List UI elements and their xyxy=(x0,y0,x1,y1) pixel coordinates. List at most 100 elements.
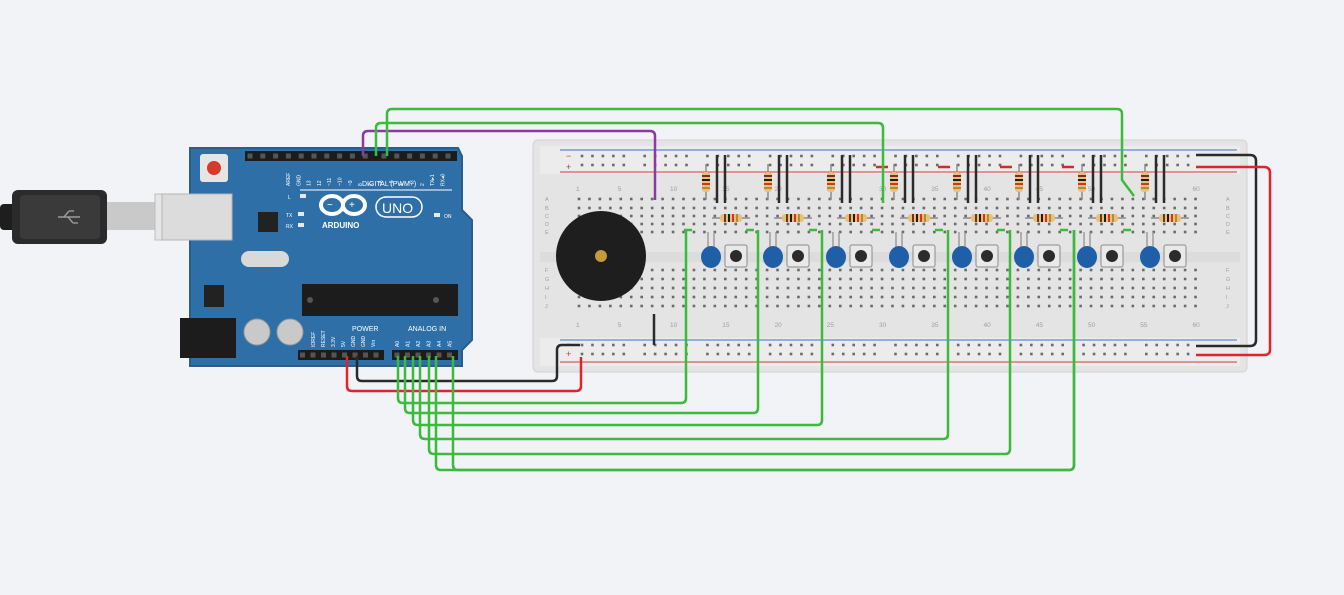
resistor-band xyxy=(1037,214,1039,222)
hole xyxy=(1079,304,1082,308)
hole xyxy=(682,295,685,299)
hole xyxy=(901,295,905,299)
hole xyxy=(901,222,905,226)
hole xyxy=(880,230,884,234)
resistor-body xyxy=(1096,214,1118,222)
rail-hole xyxy=(1165,352,1169,356)
wire-green xyxy=(385,107,1135,197)
hole xyxy=(765,222,769,226)
pushbutton[interactable] xyxy=(975,244,999,268)
pushbutton[interactable] xyxy=(849,244,873,268)
resistor[interactable] xyxy=(953,164,961,200)
resistor[interactable] xyxy=(1025,214,1063,222)
hole xyxy=(1194,222,1197,226)
hole xyxy=(744,206,748,210)
rail-hole xyxy=(1176,352,1179,356)
hole xyxy=(682,214,685,218)
hole xyxy=(744,304,748,308)
resistor[interactable] xyxy=(1015,164,1023,200)
hole xyxy=(1194,277,1197,281)
resistor[interactable] xyxy=(963,214,1001,222)
row-letter: H xyxy=(545,286,549,292)
hole xyxy=(1058,295,1061,299)
hole xyxy=(765,286,769,290)
row-letter: B xyxy=(545,206,549,212)
hole xyxy=(1037,286,1041,290)
hole xyxy=(1162,222,1166,226)
rail-hole xyxy=(1040,352,1044,356)
hole xyxy=(765,304,769,308)
resistor[interactable] xyxy=(1141,164,1149,200)
resistor[interactable] xyxy=(1088,214,1126,222)
resistor[interactable] xyxy=(900,214,938,222)
pushbutton[interactable] xyxy=(1037,244,1061,268)
resistor[interactable] xyxy=(774,214,812,222)
hole xyxy=(1058,222,1061,226)
capacitor[interactable] xyxy=(763,232,783,268)
resistor-band xyxy=(827,187,835,189)
resistor-band xyxy=(702,179,710,181)
pushbutton[interactable] xyxy=(1100,244,1124,268)
pushbutton[interactable] xyxy=(912,244,936,268)
arduino-uno-board[interactable]: − + ARDUINO UNO DIGITAL (PWM~) POWER ANA… xyxy=(161,147,473,367)
resistor-band xyxy=(1141,175,1149,177)
rail-hole xyxy=(967,352,970,356)
resistor[interactable] xyxy=(712,214,750,222)
capacitor[interactable] xyxy=(1077,232,1097,268)
hole xyxy=(995,206,999,210)
capacitor[interactable] xyxy=(701,232,721,268)
led xyxy=(298,212,304,216)
hole xyxy=(1047,277,1051,281)
pushbutton-cap xyxy=(730,250,742,262)
hole xyxy=(1058,268,1061,272)
digital-pin-label: ~6 xyxy=(379,180,385,186)
digital-pin-label: ~3 xyxy=(410,180,416,186)
resistor-band xyxy=(1049,214,1051,222)
hole xyxy=(650,304,654,308)
rail-hole xyxy=(894,154,897,158)
hole xyxy=(880,214,884,218)
hole xyxy=(682,206,685,210)
resistor[interactable] xyxy=(827,164,835,200)
hole xyxy=(1142,286,1145,290)
hole xyxy=(838,197,842,201)
rail-hole xyxy=(1019,154,1023,158)
pushbutton[interactable] xyxy=(1163,244,1187,268)
hole xyxy=(734,304,738,308)
hole xyxy=(838,206,842,210)
resistor-band xyxy=(953,183,961,185)
rail-hole xyxy=(653,352,657,356)
analog-pin-label: A3 xyxy=(427,341,433,347)
capacitor[interactable] xyxy=(1140,232,1160,268)
resistor[interactable] xyxy=(1151,214,1189,222)
pushbutton[interactable] xyxy=(786,244,810,268)
wires xyxy=(345,107,1272,472)
capacitor[interactable] xyxy=(1014,232,1034,268)
resistor[interactable] xyxy=(702,164,710,200)
hole xyxy=(953,206,957,210)
capacitor-body xyxy=(889,246,909,268)
power-pin-label: GND xyxy=(361,336,367,348)
rail-hole xyxy=(1176,163,1179,167)
hole xyxy=(1100,268,1103,272)
resistor[interactable] xyxy=(764,164,772,200)
hole xyxy=(755,286,758,290)
rail-hole xyxy=(1186,154,1190,158)
rail-hole xyxy=(1165,163,1169,167)
capacitor[interactable] xyxy=(826,232,846,268)
hole xyxy=(912,222,915,226)
hole xyxy=(828,214,832,218)
piezo-buzzer[interactable] xyxy=(556,211,646,301)
capacitor[interactable] xyxy=(889,232,909,268)
rail-hole xyxy=(622,352,626,356)
pushbutton[interactable] xyxy=(724,244,748,268)
hole xyxy=(724,222,727,226)
capacitor-body xyxy=(763,246,783,268)
resistor-band xyxy=(953,175,961,177)
resistor[interactable] xyxy=(890,164,898,200)
capacitor[interactable] xyxy=(952,232,972,268)
resistor[interactable] xyxy=(837,214,875,222)
hole xyxy=(744,197,748,201)
resistor[interactable] xyxy=(1078,164,1086,200)
